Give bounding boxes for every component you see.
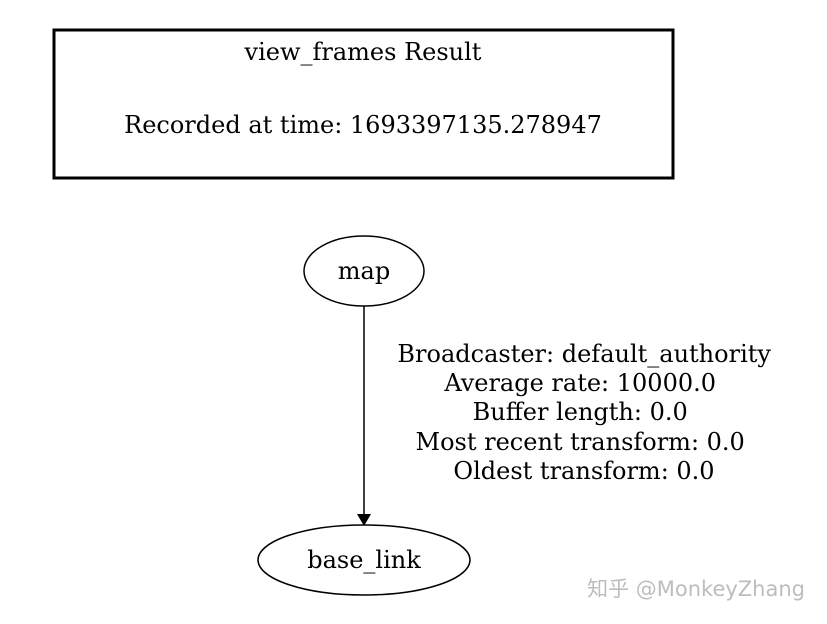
edge-label-oldest: Oldest transform: 0.0 [453,457,714,485]
edge-map-to-base-link: Broadcaster: default_authority Average r… [357,306,778,526]
header-box: view_frames Result Recorded at time: 169… [52,28,675,180]
edge-label-average-rate: Average rate: 10000.0 [443,369,716,397]
node-base-link[interactable]: base_link [257,524,471,596]
edge-label-broadcaster: Broadcaster: default_authority [397,340,771,368]
node-base-link-shape [257,524,471,596]
header-title: view_frames Result [244,38,482,66]
node-map-label: map [338,257,390,285]
edge-label-buffer-length: Buffer length: 0.0 [473,398,688,426]
edge-label-most-recent: Most recent transform: 0.0 [416,428,745,456]
header-box-frame [52,28,675,180]
watermark: 知乎 @MonkeyZhang [587,577,805,601]
node-map[interactable]: map [303,235,425,307]
node-base-link-label: base_link [307,546,421,574]
recorded-time: Recorded at time: 1693397135.278947 [124,111,602,139]
edge-label: Broadcaster: default_authority Average r… [397,340,778,485]
